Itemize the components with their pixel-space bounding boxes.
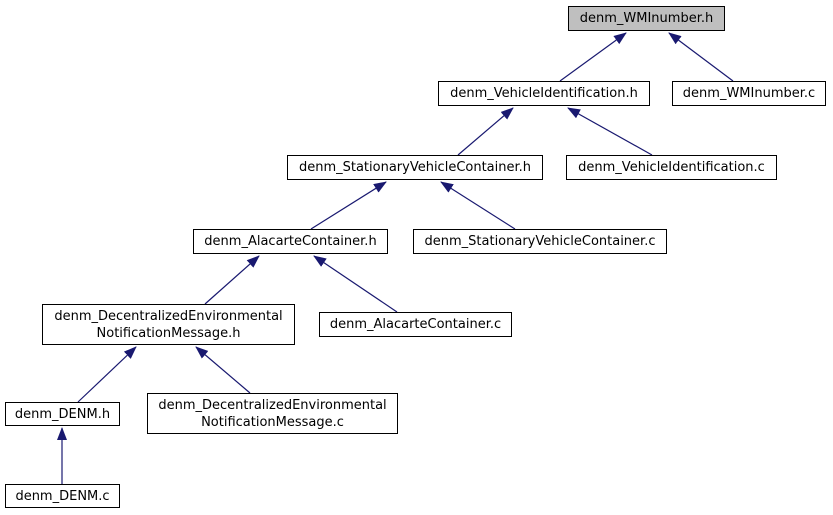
node-label: denm_VehicleIdentification.h <box>450 86 638 101</box>
graph-node-denm_DENM_h[interactable]: denm_DENM.h <box>5 402 120 426</box>
node-label: denm_DecentralizedEnvironmental <box>54 308 283 324</box>
edge-denm_WMInumber_c-to-denm_WMInumber_h <box>668 32 734 82</box>
edge-denm_VehicleIdentification_h-to-denm_WMInumber_h <box>559 32 627 82</box>
edge-denm_AlacarteContainer_h-to-denm_StationaryVehicleContainer_h <box>310 181 387 230</box>
node-label: denm_WMInumber.c <box>682 86 816 101</box>
node-label: denm_WMInumber.h <box>579 11 714 26</box>
graph-node-denm_VehicleIdentification_h[interactable]: denm_VehicleIdentification.h <box>438 81 650 106</box>
node-label: denm_StationaryVehicleContainer.h <box>298 160 532 175</box>
edge-denm_AlacarteContainer_c-to-denm_AlacarteContainer_h <box>313 255 398 313</box>
edge-denm_StationaryVehicleContainer_h-to-denm_VehicleIdentification_h <box>457 107 514 156</box>
node-label: denm_DENM.h <box>14 406 111 422</box>
graph-node-denm_StationaryVehicleContainer_c[interactable]: denm_StationaryVehicleContainer.c <box>413 229 667 254</box>
edge-denm_StationaryVehicleContainer_c-to-denm_StationaryVehicleContainer_h <box>440 181 516 230</box>
edge-denm_DENM_h-to-denm_DecentralizedEnvironmentalNotificationMessage_h <box>77 346 137 403</box>
node-label: denm_VehicleIdentification.c <box>578 160 765 175</box>
edge-denm_VehicleIdentification_c-to-denm_VehicleIdentification_h <box>567 107 653 156</box>
node-label: denm_DecentralizedEnvironmental <box>158 397 387 413</box>
node-label: NotificationMessage.h <box>96 325 241 341</box>
graph-node-denm_AlacarteContainer_h[interactable]: denm_AlacarteContainer.h <box>193 229 388 254</box>
node-label: denm_AlacarteContainer.c <box>329 317 502 332</box>
graph-node-denm_AlacarteContainer_c[interactable]: denm_AlacarteContainer.c <box>319 312 512 337</box>
edge-denm_DecentralizedEnvironmentalNotificationMessage_h-to-denm_AlacarteContainer_h <box>204 255 260 305</box>
node-label: denm_AlacarteContainer.h <box>204 234 377 249</box>
node-label: denm_StationaryVehicleContainer.c <box>424 234 656 249</box>
node-label: NotificationMessage.c <box>201 414 344 430</box>
graph-node-denm_WMInumber_h: denm_WMInumber.h <box>568 6 725 31</box>
graph-node-denm_VehicleIdentification_c[interactable]: denm_VehicleIdentification.c <box>566 155 777 180</box>
node-label: denm_DENM.c <box>15 488 110 504</box>
graph-node-denm_StationaryVehicleContainer_h[interactable]: denm_StationaryVehicleContainer.h <box>287 155 543 180</box>
graph-node-denm_WMInumber_c[interactable]: denm_WMInumber.c <box>672 81 826 106</box>
graph-node-denm_DENM_c[interactable]: denm_DENM.c <box>5 484 120 508</box>
edge-denm_DecentralizedEnvironmentalNotificationMessage_c-to-denm_DecentralizedEnvironmentalNotificationMessage_h <box>195 346 251 394</box>
